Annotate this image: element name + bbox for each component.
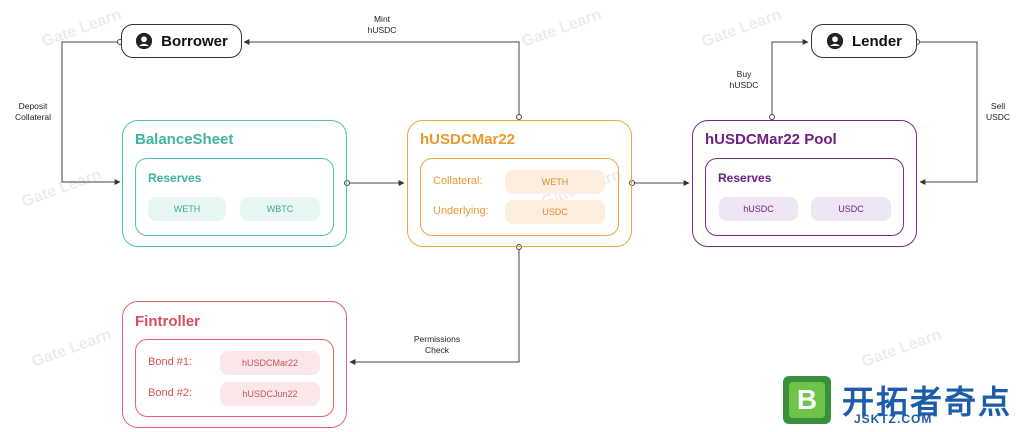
bond-1-value: hUSDCMar22	[220, 351, 320, 375]
pool-reserves	[705, 158, 904, 236]
brand-name: 开拓者奇点	[842, 384, 1013, 420]
collateral-value: WETH	[505, 170, 605, 194]
reserves-title: Reserves	[718, 171, 772, 185]
pool-title: hUSDCMar22 Pool	[705, 131, 837, 148]
lender-label: Lender	[851, 32, 902, 50]
fintroller-bonds	[135, 339, 334, 417]
reserve-item-weth: WETH	[148, 197, 226, 221]
bond-2-value: hUSDCJun22	[220, 382, 320, 406]
husdc-title: hUSDCMar22	[420, 131, 516, 148]
reserve-item-husdc: hUSDC	[719, 197, 798, 221]
borrower-node: Borrower	[121, 24, 242, 58]
borrower-label: Borrower	[161, 32, 228, 50]
brand-logo-letter: B	[789, 382, 825, 418]
husdc-details	[420, 158, 619, 236]
permissions-connector	[349, 247, 520, 365]
bond-1-label: Bond #1:	[148, 356, 193, 368]
connector-dot	[516, 114, 522, 120]
underlying-label: Underlying:	[433, 205, 489, 217]
fintroller-panel	[122, 301, 347, 428]
lender-node: Lender	[811, 24, 917, 58]
collateral-label: Collateral:	[433, 175, 483, 187]
reserve-item-wbtc: WBTC	[240, 197, 320, 221]
connector-dot	[629, 180, 635, 186]
fintroller-title: Fintroller	[135, 313, 201, 330]
reserves-title: Reserves	[148, 171, 202, 185]
husdc-panel	[407, 120, 632, 247]
underlying-value: USDC	[505, 200, 605, 224]
sell-connector	[917, 41, 978, 185]
brand-logo: B	[783, 376, 831, 424]
pool-panel	[692, 120, 917, 247]
deposit-connector	[61, 41, 121, 185]
connector-dot	[344, 180, 350, 186]
reserve-item-usdc: USDC	[811, 197, 891, 221]
bond-2-label: Bond #2:	[148, 387, 193, 399]
balance-sheet-title: BalanceSheet	[135, 131, 234, 148]
user-icon	[826, 32, 844, 50]
connector-dot	[769, 114, 775, 120]
brand-url: JSKTZ.COM	[854, 412, 933, 426]
balance-sheet-panel	[122, 120, 347, 247]
connector-dot	[516, 244, 522, 250]
balance-sheet-reserves	[135, 158, 334, 236]
mint-connector	[243, 39, 520, 117]
buy-connector	[771, 39, 809, 117]
user-icon	[136, 32, 153, 50]
